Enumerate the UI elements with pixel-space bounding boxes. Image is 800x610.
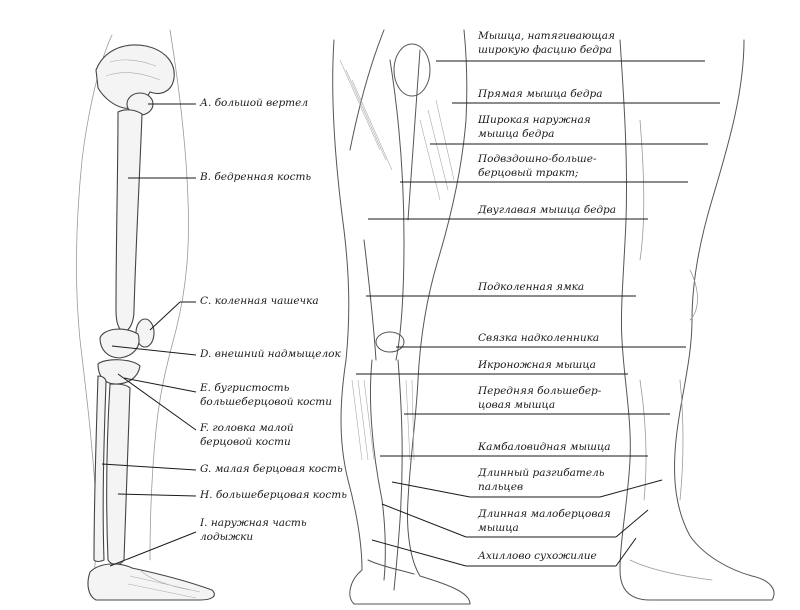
skeleton-leader-lines [101, 103, 197, 567]
label-popliteal-fossa: Подколенная ямка [478, 281, 585, 293]
label-tibialis-anterior-line1: Передняя большебер- [478, 385, 602, 397]
label-fibula-head-line1: F. головка малой [200, 422, 294, 434]
muscle-leg-figure [332, 29, 471, 605]
label-extensor-digitorum-line1: Длинный разгибатель [478, 467, 605, 479]
label-femur: В. бедренная кость [200, 171, 312, 183]
muscle-leader-lines [356, 60, 720, 567]
label-tibial-tuberosity-line2: большеберцовой кости [200, 396, 333, 408]
label-rectus-femoris: Прямая мышца бедра [478, 88, 603, 100]
label-lateral-epicondyle: D. внешний надмыщелок [200, 348, 341, 360]
label-patellar-ligament: Связка надколенника [478, 332, 600, 344]
label-tensor-fasciae-latae-line2: широкую фасцию бедра [478, 44, 612, 56]
label-achilles-tendon: Ахиллово сухожилие [478, 550, 597, 562]
label-tensor-fasciae-latae-line1: Мышца, натягивающая [478, 30, 616, 42]
label-lateral-malleolus-line2: лодыжки [200, 531, 254, 543]
label-fibula-head-line2: берцовой кости [200, 436, 291, 448]
label-greater-trochanter: А. большой вертел [200, 97, 309, 109]
outline-leg-figure [619, 39, 775, 601]
label-patella: С. коленная чашечка [200, 295, 319, 307]
label-peroneus-longus-line1: Длинная малоберцовая [478, 508, 611, 520]
skeleton-leg-figure [75, 29, 215, 601]
label-tibial-tuberosity-line1: Е. бугристость [200, 382, 290, 394]
label-extensor-digitorum-line2: пальцев [478, 481, 524, 493]
label-vastus-lateralis-line2: мышца бедра [478, 128, 555, 140]
label-lateral-malleolus-line1: I. наружная часть [200, 517, 307, 529]
label-iliotibial-tract-line1: Подвздошно-больше- [478, 153, 597, 165]
label-iliotibial-tract-line2: берцовый тракт; [478, 167, 579, 179]
label-tibialis-anterior-line2: цовая мышца [478, 399, 556, 411]
label-vastus-lateralis-line1: Широкая наружная [478, 114, 591, 126]
label-fibula: G. малая берцовая кость [200, 463, 343, 475]
label-biceps-femoris: Двуглавая мышца бедра [478, 204, 617, 216]
label-soleus: Камбаловидная мышца [478, 441, 611, 453]
label-peroneus-longus-line2: мышца [478, 522, 519, 534]
label-tibia: Н. большеберцовая кость [200, 489, 347, 501]
label-gastrocnemius: Икроножная мышца [478, 359, 596, 371]
